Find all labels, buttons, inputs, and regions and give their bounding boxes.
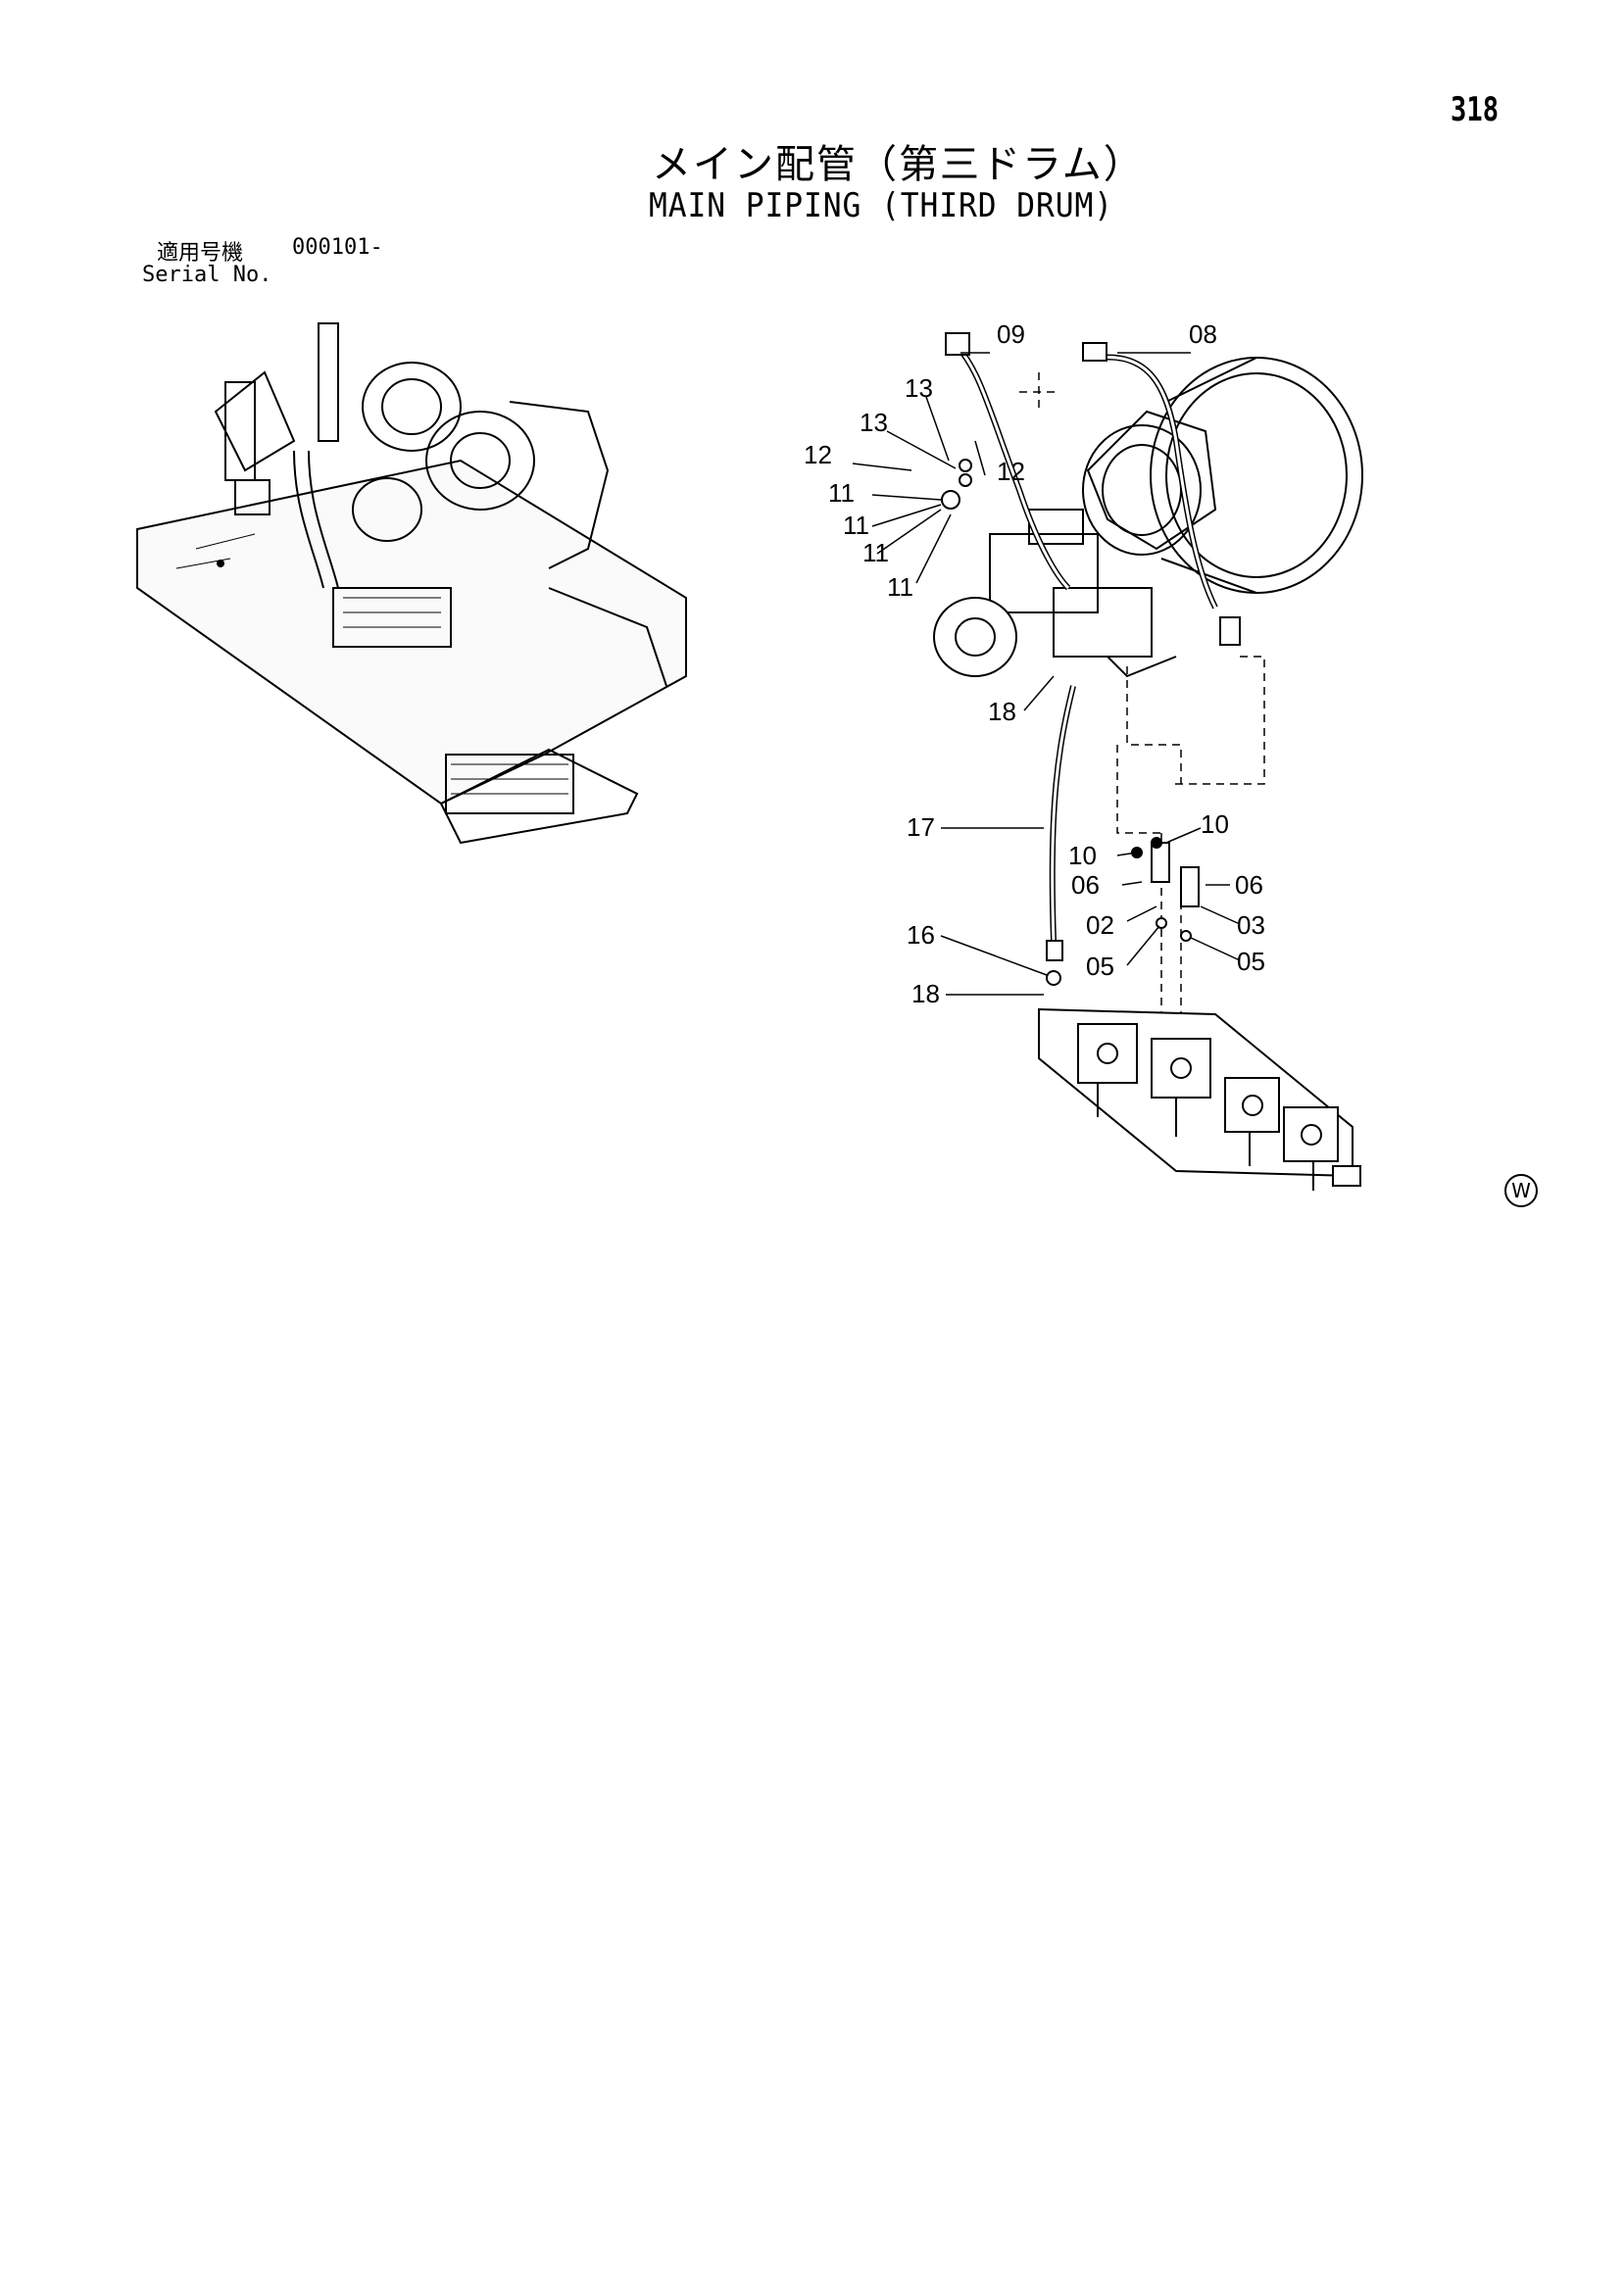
callout-label: 13 (905, 373, 933, 403)
serial-number-value: 000101- (292, 235, 383, 260)
callout-label: 18 (911, 979, 940, 1008)
serial-label-english: Serial No. (142, 263, 272, 287)
callout-label: 11 (862, 538, 889, 567)
callout-label: 16 (907, 920, 935, 950)
callout-label: 03 (1237, 910, 1265, 940)
callout-label: 02 (1086, 910, 1114, 940)
page-title-japanese: メイン配管（第三ドラム） (652, 142, 1145, 187)
callout-label: 06 (1235, 870, 1263, 900)
callout-label: 08 (1189, 319, 1217, 349)
serial-label-japanese: 適用号機 (157, 241, 244, 266)
callout-label: 12 (997, 457, 1025, 486)
callout-label: 10 (1068, 841, 1097, 870)
control-valve-drawing (1038, 1007, 1361, 1191)
hose-lines (945, 332, 1241, 961)
callout-label: 17 (907, 812, 935, 842)
callout-label: 18 (988, 697, 1016, 726)
callout-label: 13 (860, 408, 888, 437)
callout-label: 11 (828, 478, 855, 508)
callout-label: 05 (1237, 947, 1265, 976)
callout-label: 09 (997, 319, 1025, 349)
drum-assembly-drawing (933, 357, 1363, 678)
callout-label: 05 (1086, 952, 1114, 981)
routing-guide-lines (1019, 372, 1265, 1019)
callout-leaders (852, 352, 1241, 996)
page-title-english: MAIN PIPING (THIRD DRUM) (649, 186, 1114, 225)
callout-label: 11 (843, 511, 869, 540)
callout-label: 10 (1201, 809, 1229, 839)
watermark-symbol: W (1504, 1174, 1538, 1207)
callout-numbers: 09 08 13 13 12 12 11 11 11 11 18 17 10 1… (804, 319, 1265, 1008)
machine-overview-drawing (136, 322, 687, 845)
fittings (941, 459, 1200, 986)
page-number: 318 (1451, 90, 1500, 129)
callout-label: 12 (804, 440, 832, 469)
callout-label: 11 (887, 572, 913, 602)
callout-label: 06 (1071, 870, 1100, 900)
